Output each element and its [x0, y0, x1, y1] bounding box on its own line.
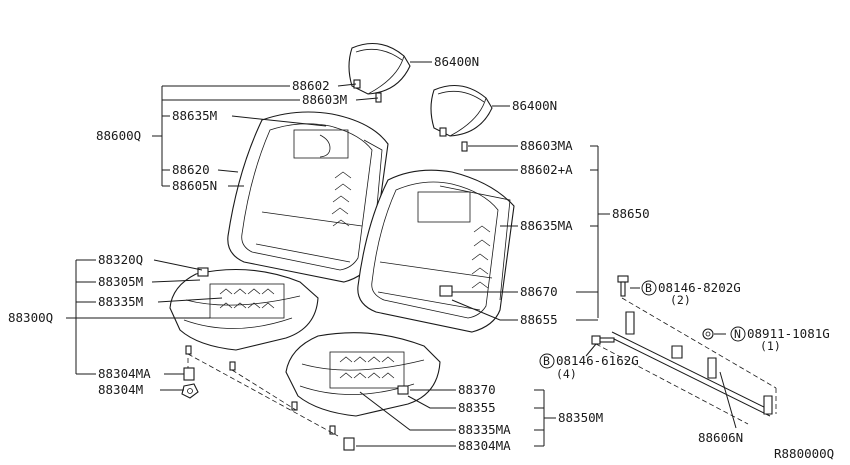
label-bolt-qty-4: (4) — [556, 367, 577, 381]
hook-part-88304M[interactable] — [181, 383, 199, 399]
headrest-upper[interactable] — [348, 42, 411, 95]
label-88635MA: 88635MA — [520, 218, 573, 233]
hook-part-88304MA-lower[interactable] — [343, 437, 355, 451]
label-88620: 88620 — [172, 162, 210, 177]
label-88304MA-lower: 88304MA — [458, 438, 511, 453]
circle-n-icon — [730, 326, 746, 342]
label-88304M: 88304M — [98, 382, 143, 397]
bracket-rod-88606N[interactable] — [595, 297, 777, 425]
label-bolt-qty-2: (2) — [670, 293, 691, 307]
label-88600Q: 88600Q — [96, 128, 141, 143]
label-88305M: 88305M — [98, 274, 143, 289]
label-bolt-08146-6162G: 08146-6162G — [556, 353, 639, 368]
label-bolt-08146-8202G: 08146-8202G — [658, 280, 741, 295]
nut-08911-1081G[interactable] — [702, 328, 714, 340]
diagram-reference-code: R880000Q — [774, 446, 834, 461]
label-88670: 88670 — [520, 284, 558, 299]
label-86400N-upper: 86400N — [434, 54, 479, 69]
seat-cushion-right[interactable] — [285, 332, 441, 417]
label-88602A: 88602+A — [520, 162, 573, 177]
circle-b-letter-2: B — [543, 354, 550, 368]
label-88635M: 88635M — [172, 108, 217, 123]
label-88320Q: 88320Q — [98, 252, 143, 267]
circle-b-icon — [539, 353, 555, 369]
circle-n-letter: N — [734, 327, 741, 341]
label-88335M: 88335M — [98, 294, 143, 309]
bolt-08146-6162G[interactable] — [591, 335, 615, 345]
label-88655: 88655 — [520, 312, 558, 327]
circle-b-icon — [641, 280, 657, 296]
label-88606N: 88606N — [698, 430, 743, 445]
label-nut-qty-1: (1) — [760, 339, 781, 353]
label-88304MA: 88304MA — [98, 366, 151, 381]
label-88605N: 88605N — [172, 178, 217, 193]
label-nut-08911-1081G: 08911-1081G — [747, 326, 830, 341]
label-88350M: 88350M — [558, 410, 603, 425]
circle-b-letter: B — [645, 281, 652, 295]
label-88335MA: 88335MA — [458, 422, 511, 437]
label-88355: 88355 — [458, 400, 496, 415]
label-86400N-lower: 86400N — [512, 98, 557, 113]
bolt-08146-8202G[interactable] — [617, 275, 629, 297]
leader-lines — [66, 61, 737, 447]
label-88370: 88370 — [458, 382, 496, 397]
label-88603M: 88603M — [302, 92, 347, 107]
seatback-right[interactable] — [357, 169, 515, 333]
label-88650: 88650 — [612, 206, 650, 221]
headrest-lower[interactable] — [430, 84, 493, 137]
hook-part-88304MA[interactable] — [183, 367, 195, 381]
label-88300Q: 88300Q — [8, 310, 53, 325]
label-88603MA: 88603MA — [520, 138, 573, 153]
seatback-left[interactable] — [227, 111, 389, 283]
label-88602: 88602 — [292, 78, 330, 93]
